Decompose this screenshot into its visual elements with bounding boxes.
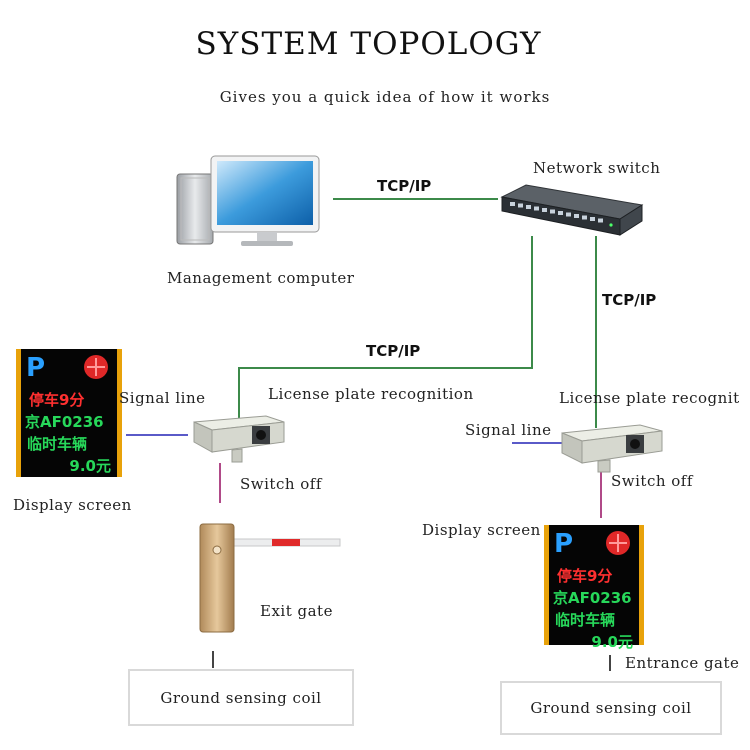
tcp-ip-label-top: TCP/IP — [377, 177, 432, 195]
tcp-ip-label-middle: TCP/IP — [366, 342, 421, 360]
parking-p-icon: P — [554, 529, 574, 559]
led-line-3: 临时车辆 — [555, 611, 616, 629]
led-line-2: 京AF0236 — [553, 589, 632, 607]
lpr-camera-left-icon — [193, 415, 285, 463]
management-computer-icon — [176, 155, 320, 246]
display-screen-right: P 停车9分 京AF0236 临时车辆 9.0元 — [544, 525, 644, 651]
led-line-2: 京AF0236 — [25, 413, 104, 431]
signal-line-left-label: Signal line — [119, 389, 206, 407]
led-line-4: 9.0元 — [69, 457, 111, 475]
exit-gate-label: Exit gate — [260, 602, 333, 620]
led-line-4: 9.0元 — [591, 633, 633, 651]
tcp-ip-lines — [238, 198, 597, 428]
management-computer-label: Management computer — [167, 269, 355, 287]
target-icon — [606, 531, 630, 555]
display-screen-left: P 停车9分 京AF0236 临时车辆 9.0元 — [16, 349, 122, 477]
tcp-ip-label-right: TCP/IP — [602, 291, 657, 309]
target-icon — [84, 355, 108, 379]
parking-p-icon: P — [26, 353, 46, 383]
exit-gate-barrier-icon — [199, 523, 341, 633]
led-line-3: 临时车辆 — [27, 435, 88, 453]
led-line-1: 停车9分 — [29, 391, 85, 409]
ground-sensing-coil-right: Ground sensing coil — [500, 681, 722, 735]
lpr-camera-left-label: License plate recognition — [268, 385, 474, 403]
ground-sensing-coil-left: Ground sensing coil — [128, 669, 354, 726]
page-title: SYSTEM TOPOLOGY — [195, 26, 542, 62]
network-switch-label: Network switch — [533, 159, 661, 177]
signal-line-right-label: Signal line — [465, 421, 552, 439]
display-screen-left-label: Display screen — [13, 496, 132, 514]
entrance-gate-label: Entrance gate — [625, 654, 740, 672]
lpr-camera-right-icon — [561, 424, 663, 473]
lpr-camera-right-label: License plate recognit — [559, 389, 740, 407]
network-switch-icon — [500, 184, 644, 236]
page-subtitle: Gives you a quick idea of how it works — [219, 88, 551, 106]
switch-off-right-label: Switch off — [611, 472, 693, 490]
switch-left-camera-line — [238, 236, 533, 420]
switch-off-left-label: Switch off — [240, 475, 322, 493]
display-screen-right-label: Display screen — [422, 521, 541, 539]
led-line-1: 停车9分 — [557, 567, 613, 585]
